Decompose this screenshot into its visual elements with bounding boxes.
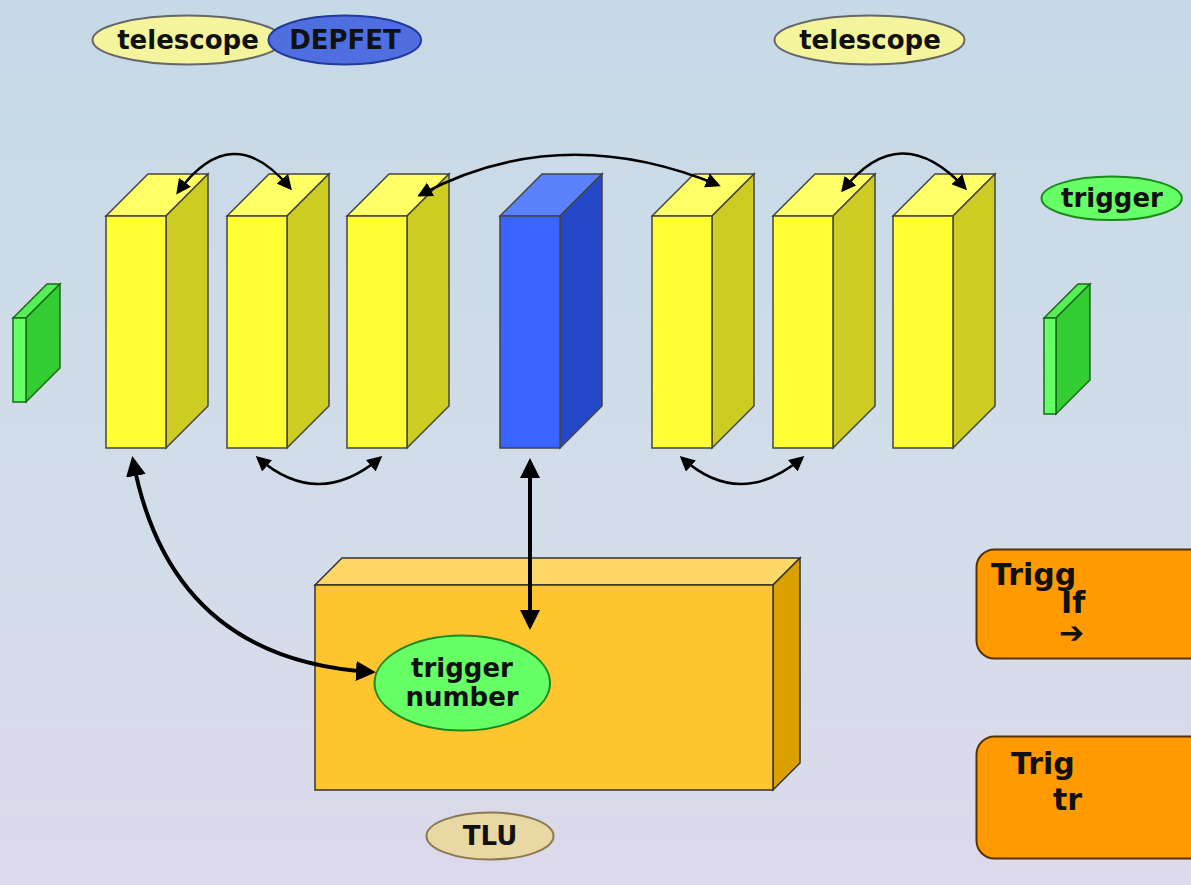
note-box: TriggIf➔ <box>975 548 1191 660</box>
plane-face <box>652 216 712 448</box>
node-text: trigger number <box>397 654 527 711</box>
node-text: tr <box>1053 783 1082 816</box>
node-text: telescope <box>117 26 259 55</box>
plane-face <box>893 216 953 448</box>
plane-face <box>500 216 560 448</box>
plane-face <box>287 174 329 448</box>
plane-face <box>106 216 166 448</box>
node-text: DEPFET <box>289 26 401 55</box>
plane-face <box>560 174 602 448</box>
sensor-planes <box>106 174 995 448</box>
plane-face <box>227 216 287 448</box>
dut-label: DEPFET <box>267 14 423 66</box>
rounded-box <box>975 735 1191 860</box>
plane-face <box>773 216 833 448</box>
node-text: ➔ <box>1059 616 1084 649</box>
plane-face <box>347 216 407 448</box>
plane-face <box>166 174 208 448</box>
node-text: TLU <box>463 822 518 851</box>
node-text: telescope <box>799 26 941 55</box>
plane-face <box>407 174 449 448</box>
note-box: Trigtr <box>975 735 1191 860</box>
plane-face <box>712 174 754 448</box>
node-text: If <box>1061 586 1085 619</box>
trigger-label: trigger <box>1040 175 1183 222</box>
tlu-label: TLU <box>425 811 555 861</box>
telescope-label: telescope <box>91 14 284 66</box>
node-text: Trig <box>1011 747 1075 780</box>
plane-face <box>953 174 995 448</box>
node-text: trigger <box>1061 184 1163 213</box>
trigger-number: trigger number <box>373 634 552 732</box>
telescope-label: telescope <box>773 14 966 66</box>
plane-arrows <box>178 153 965 484</box>
tlu-box <box>315 558 800 790</box>
plane-face <box>833 174 875 448</box>
